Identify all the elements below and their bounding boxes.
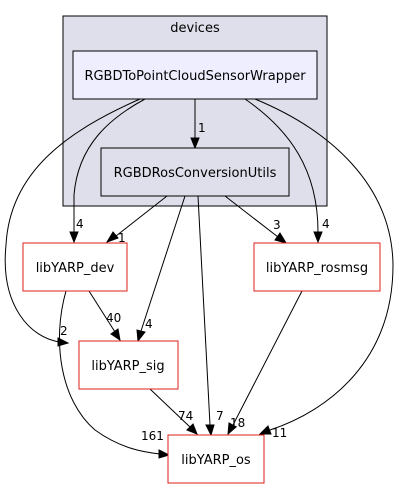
edge-conv-to-os-line	[197, 195, 211, 426]
edge-wrapper-to-sig-arrow	[57, 337, 70, 347]
edge-dev-to-sig-line	[88, 290, 116, 333]
edge-dev-to-os-arrow	[158, 449, 171, 459]
edge-rosmsg-to-os-arrow	[227, 422, 237, 436]
node-os-box	[167, 434, 265, 484]
devices-cluster-label: devices	[170, 21, 220, 36]
edge-rosmsg-to-os[interactable]: 18	[227, 290, 303, 436]
edge-wrapper-to-rosmsg-line	[244, 98, 319, 233]
node-rosmsg-box	[253, 242, 381, 292]
edge-conv-to-sig-label: 4	[145, 317, 153, 331]
edge-conv-to-dev-label: 1	[118, 231, 126, 245]
edge-wrapper-to-conv-label: 1	[198, 121, 206, 135]
edge-wrapper-to-sig-label: 2	[60, 324, 68, 338]
node-conv-label: RGBDRosConversionUtils	[114, 166, 277, 181]
edge-wrapper-to-rosmsg-label: 4	[322, 217, 330, 231]
node-rgbd-ros-conversion-utils[interactable]: RGBDRosConversionUtils	[100, 147, 290, 197]
edge-conv-to-dev-line	[115, 195, 168, 237]
edge-wrapper-to-conv[interactable]: 1	[190, 99, 206, 150]
node-sig-label: libYARP_sig	[91, 359, 164, 374]
edge-wrapper-to-os-arrow	[258, 425, 272, 435]
edge-dev-to-os[interactable]: 161	[58, 290, 171, 459]
edge-wrapper-to-dev-label: 4	[76, 217, 84, 231]
edge-conv-to-rosmsg[interactable]: 3	[224, 195, 288, 244]
node-libyarp-dev[interactable]: libYARP_dev	[22, 242, 128, 292]
edge-rosmsg-to-os-line	[232, 290, 303, 426]
edge-sig-to-os-label: 74	[178, 409, 193, 423]
edge-dev-to-sig[interactable]: 40	[88, 290, 121, 342]
node-conv-box	[100, 147, 290, 197]
node-os-label: libYARP_os	[181, 453, 251, 468]
edge-sig-to-os-line	[149, 388, 191, 428]
edge-wrapper-to-rosmsg[interactable]: 4	[244, 98, 330, 244]
edge-conv-to-rosmsg-arrow	[274, 232, 288, 244]
edge-sig-to-os[interactable]: 74	[149, 388, 198, 435]
node-wrapper-box	[72, 50, 318, 100]
edge-conv-to-sig-arrow	[136, 329, 146, 343]
edge-wrapper-to-os[interactable]: 11	[254, 98, 394, 440]
edge-conv-to-os[interactable]: 7	[197, 195, 224, 437]
edge-conv-to-rosmsg-label: 3	[273, 218, 281, 232]
edge-wrapper-to-sig-line	[4, 98, 141, 343]
edge-wrapper-to-dev-arrow	[69, 231, 79, 244]
edge-wrapper-to-rosmsg-arrow	[313, 231, 323, 244]
edges: 1 4 2 4 11 1	[4, 98, 394, 459]
edge-dev-to-os-label: 161	[141, 429, 164, 443]
edge-rosmsg-to-os-label: 18	[230, 416, 245, 430]
node-wrapper-label: RGBDToPointCloudSensorWrapper	[84, 69, 306, 84]
node-rosmsg-label: libYARP_rosmsg	[266, 261, 368, 276]
nodes: RGBDToPointCloudSensorWrapper RGBDRosCon…	[22, 50, 381, 484]
edge-wrapper-to-dev[interactable]: 4	[69, 98, 146, 244]
node-dev-label: libYARP_dev	[36, 261, 115, 276]
edge-wrapper-to-os-line	[254, 98, 394, 431]
edge-wrapper-to-sig[interactable]: 2	[4, 98, 141, 347]
edge-wrapper-to-os-label: 11	[272, 426, 287, 440]
edge-conv-to-sig-line	[140, 195, 186, 332]
edge-dev-to-os-line	[58, 290, 161, 455]
edge-wrapper-to-conv-arrow	[190, 137, 200, 150]
node-libyarp-os[interactable]: libYARP_os	[167, 434, 265, 484]
edge-sig-to-os-arrow	[186, 423, 198, 435]
edge-conv-to-dev[interactable]: 1	[105, 195, 168, 245]
edge-conv-to-rosmsg-line	[224, 195, 279, 238]
node-dev-box	[22, 242, 128, 292]
edge-conv-to-sig[interactable]: 4	[136, 195, 186, 343]
edge-dev-to-sig-label: 40	[106, 311, 121, 325]
edge-conv-to-dev-arrow	[105, 231, 119, 243]
edge-dev-to-sig-arrow	[110, 328, 121, 342]
node-libyarp-rosmsg[interactable]: libYARP_rosmsg	[253, 242, 381, 292]
node-sig-box	[78, 340, 179, 390]
node-rgbd-to-point-cloud-sensor-wrapper[interactable]: RGBDToPointCloudSensorWrapper	[72, 50, 318, 100]
node-libyarp-sig[interactable]: libYARP_sig	[78, 340, 179, 390]
edge-conv-to-os-arrow	[205, 424, 215, 437]
edge-wrapper-to-dev-line	[73, 98, 146, 232]
edge-conv-to-os-label: 7	[216, 409, 224, 423]
